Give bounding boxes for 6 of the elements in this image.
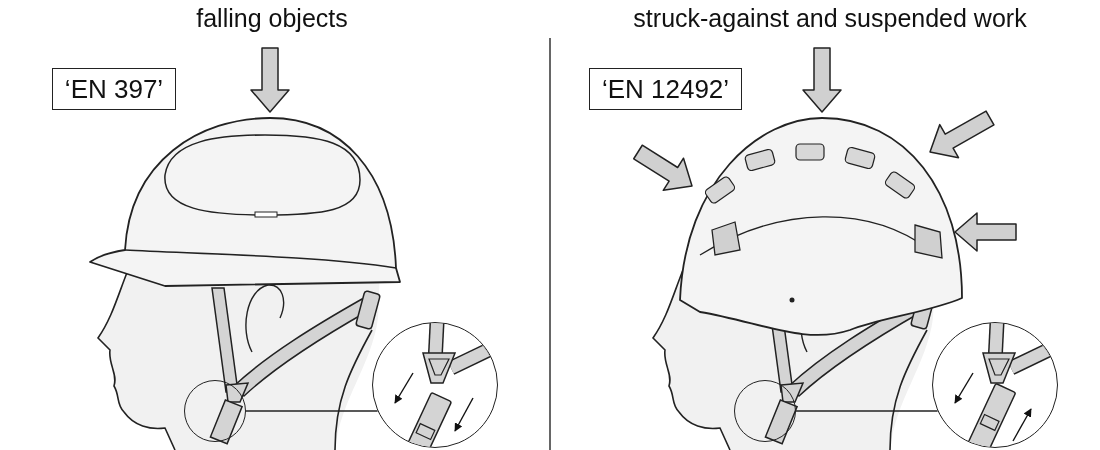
- leader-line: [795, 410, 939, 412]
- leader-line: [245, 410, 379, 412]
- standard-tag: ‘EN 397’: [52, 68, 176, 110]
- standard-tag: ‘EN 12492’: [589, 68, 742, 110]
- heading: falling objects: [196, 4, 348, 33]
- heading: struck-against and suspended work: [633, 4, 1027, 33]
